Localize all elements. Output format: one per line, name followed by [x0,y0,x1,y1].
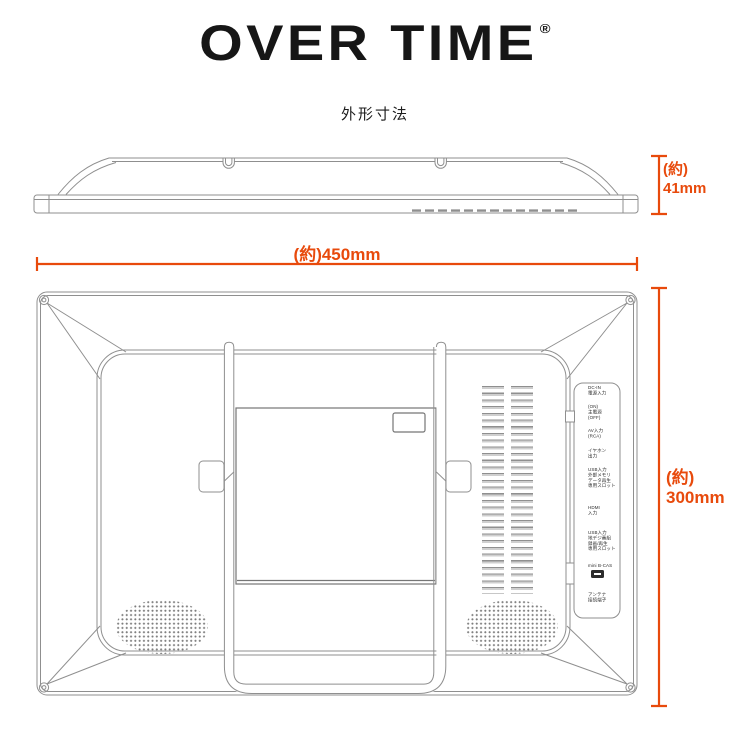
port-label-hdmi: HDMI 入力 [588,505,600,516]
port-label-bcas: mini B-CAS [588,563,613,568]
port-label-dc-in: DC-IN 電源入力 [588,385,607,396]
depth-dimension-line [651,154,667,216]
mini-bcas-card-icon [591,570,604,578]
registered-trademark-symbol: ® [539,21,551,36]
port-label-earphone: イヤホン 出力 [588,448,607,459]
port-label-usb-rec: USB入力 地デジ番組 録画/再生 専用スロット [588,530,616,552]
port-label-antenna: アンテナ 接続端子 [588,592,607,603]
height-dimension-line [651,286,667,708]
side-view-drawing [33,157,639,214]
width-dimension-line [35,257,639,271]
width-dimension-label: (約)450mm [293,245,381,264]
port-label-av-input: AV入力 (RCA) [588,428,604,439]
page-title: 外形寸法 [340,106,409,123]
port-label-usb-media: USB入力 外部メモリ データ再生 専用スロット [588,467,616,489]
brand-logo-text: OVER TIME [199,15,538,71]
speaker-grille-left [116,600,208,654]
brand-logo: OVER TIME® [0,17,750,70]
depth-dimension-label: (約) 41mm [663,161,707,197]
back-view-drawing [36,291,638,696]
vent-slots-right-column [511,386,533,594]
corner-screws [38,294,636,693]
height-dimension-label: (約) 300mm [666,468,725,508]
port-label-main-power: (ON) 主電源 (OFF) [588,404,602,420]
vent-slots-left-column [482,386,504,594]
speaker-grille-right [466,600,558,654]
stand-drawing [223,339,447,694]
